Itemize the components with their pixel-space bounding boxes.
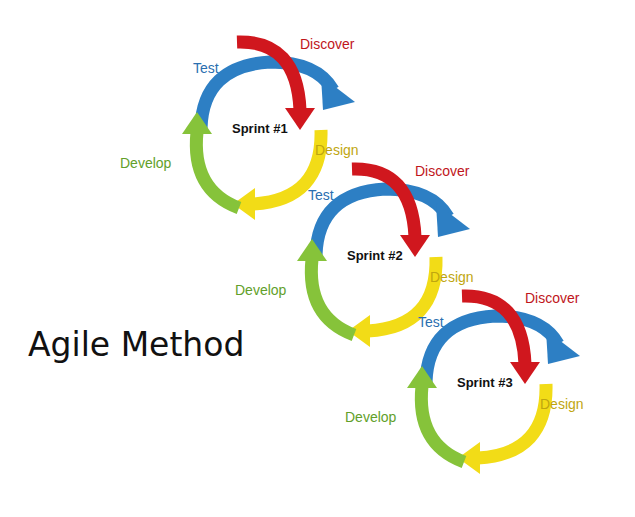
phase-label: Test	[193, 60, 219, 76]
phase-label: Design	[540, 396, 584, 412]
phase-label: Discover	[415, 163, 469, 179]
phase-label: Discover	[300, 36, 354, 52]
phase-label: Design	[315, 142, 359, 158]
diagram-title: Agile Method	[28, 325, 244, 364]
sprint-label: Sprint #2	[347, 248, 403, 263]
sprint-circle: Sprint #1	[228, 119, 292, 138]
sprint-circle: Sprint #2	[343, 246, 407, 265]
sprint-label: Sprint #3	[457, 375, 513, 390]
phase-label: Test	[308, 187, 334, 203]
phase-label: Discover	[525, 290, 579, 306]
phase-label: Test	[418, 314, 444, 330]
sprint-circle: Sprint #3	[453, 373, 517, 392]
phase-label: Develop	[345, 409, 396, 425]
phase-label: Develop	[120, 155, 171, 171]
sprint-label: Sprint #1	[232, 121, 288, 136]
phase-label: Develop	[235, 282, 286, 298]
phase-label: Design	[430, 269, 474, 285]
